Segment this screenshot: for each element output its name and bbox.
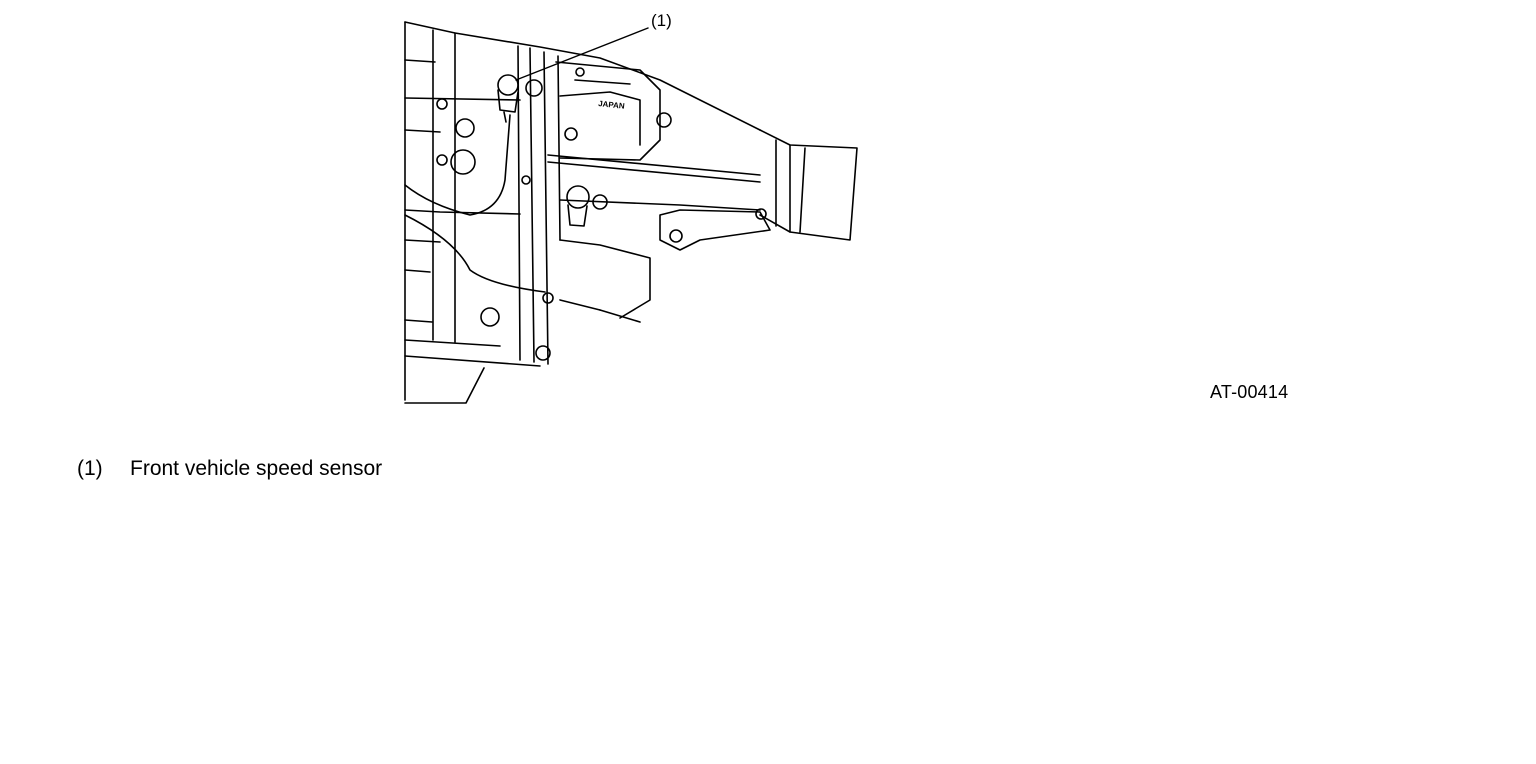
bolt — [592, 194, 608, 210]
callout-leader — [515, 27, 649, 81]
lower-bracket — [659, 209, 771, 251]
bolt — [656, 112, 672, 128]
housing-stamp: JAPAN — [598, 99, 626, 111]
bolt — [525, 79, 543, 97]
center-plate — [555, 61, 661, 161]
figure-id: AT-00414 — [1210, 382, 1289, 402]
bolt — [436, 98, 448, 110]
housing-bottom-edge — [404, 367, 485, 404]
legend-item: (1) Front vehicle speed sensor — [77, 456, 382, 482]
bolt — [436, 154, 448, 166]
wire-harness — [404, 114, 511, 216]
bolt — [535, 345, 551, 361]
extension-housing — [759, 129, 858, 241]
callout-label-1: (1) — [651, 11, 672, 30]
transmission-diagram: JAPAN (1) AT-00414 — [404, 11, 1289, 404]
bolt — [480, 307, 500, 327]
legend-text: Front vehicle speed sensor — [130, 457, 383, 480]
rear-speed-sensor — [566, 185, 590, 227]
bolt — [450, 149, 476, 175]
housing-top-edge — [404, 21, 761, 131]
transmission-line-drawing: JAPAN — [404, 21, 858, 404]
front-speed-sensor — [497, 74, 519, 123]
bolt — [455, 118, 475, 138]
legend-number: (1) — [77, 457, 103, 480]
bolt — [521, 175, 531, 185]
bolt — [575, 67, 585, 77]
bolt — [564, 127, 578, 141]
bolt — [542, 292, 554, 304]
